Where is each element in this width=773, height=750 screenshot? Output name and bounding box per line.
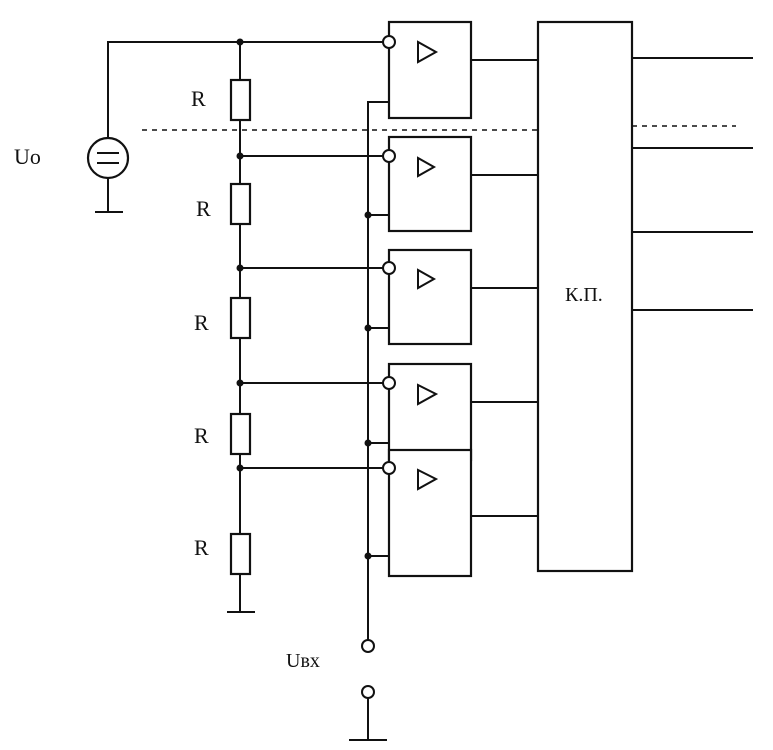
resistor-label-5: R (194, 535, 209, 560)
input-terminal-top (361, 639, 375, 653)
encoder-label: К.П. (565, 284, 603, 306)
ladder-junction (236, 152, 244, 160)
input-ground-wire (349, 697, 387, 741)
input-bus-junction (364, 552, 372, 560)
inverting-input-circle (382, 261, 396, 275)
inverting-input-circle (382, 461, 396, 475)
ladder-junction (236, 464, 244, 472)
inverting-input-circle (382, 35, 396, 49)
resistor-label-2: R (196, 196, 211, 221)
resistor-1 (229, 78, 252, 122)
amplifier-triangle-icon (417, 468, 439, 491)
encoder-block (536, 20, 634, 573)
resistor-label-1: R (191, 86, 206, 111)
input-bus-wire (367, 101, 390, 641)
amplifier-triangle-icon (417, 40, 439, 64)
input-bus-junction (364, 439, 372, 447)
ladder-junction (236, 379, 244, 387)
input-bus-junction (364, 324, 372, 332)
resistor-label-4: R (194, 423, 209, 448)
supply-label: Uo (14, 144, 41, 169)
input-bus-junction (364, 211, 372, 219)
resistor-label-3: R (194, 310, 209, 335)
ladder-junction (236, 38, 244, 46)
resistor-2 (229, 182, 252, 226)
comparator-4 (382, 362, 473, 462)
resistor-5 (229, 532, 252, 576)
comparator-1 (382, 20, 473, 120)
inverting-input-circle (382, 149, 396, 163)
amplifier-triangle-icon (417, 156, 437, 178)
comparator-3 (382, 248, 473, 346)
input-label: Uвх (286, 650, 320, 672)
amplifier-triangle-icon (417, 383, 439, 406)
input-terminal-bottom (361, 685, 375, 699)
resistor-3 (229, 296, 252, 340)
dc-source-symbol (86, 136, 130, 180)
supply-ground-wire (95, 177, 123, 213)
resistor-4 (229, 412, 252, 456)
comparator-5 (382, 448, 473, 578)
amplifier-triangle-icon (417, 268, 437, 290)
ladder-junction (236, 264, 244, 272)
comparator-2 (382, 135, 473, 233)
inverting-input-circle (382, 376, 396, 390)
